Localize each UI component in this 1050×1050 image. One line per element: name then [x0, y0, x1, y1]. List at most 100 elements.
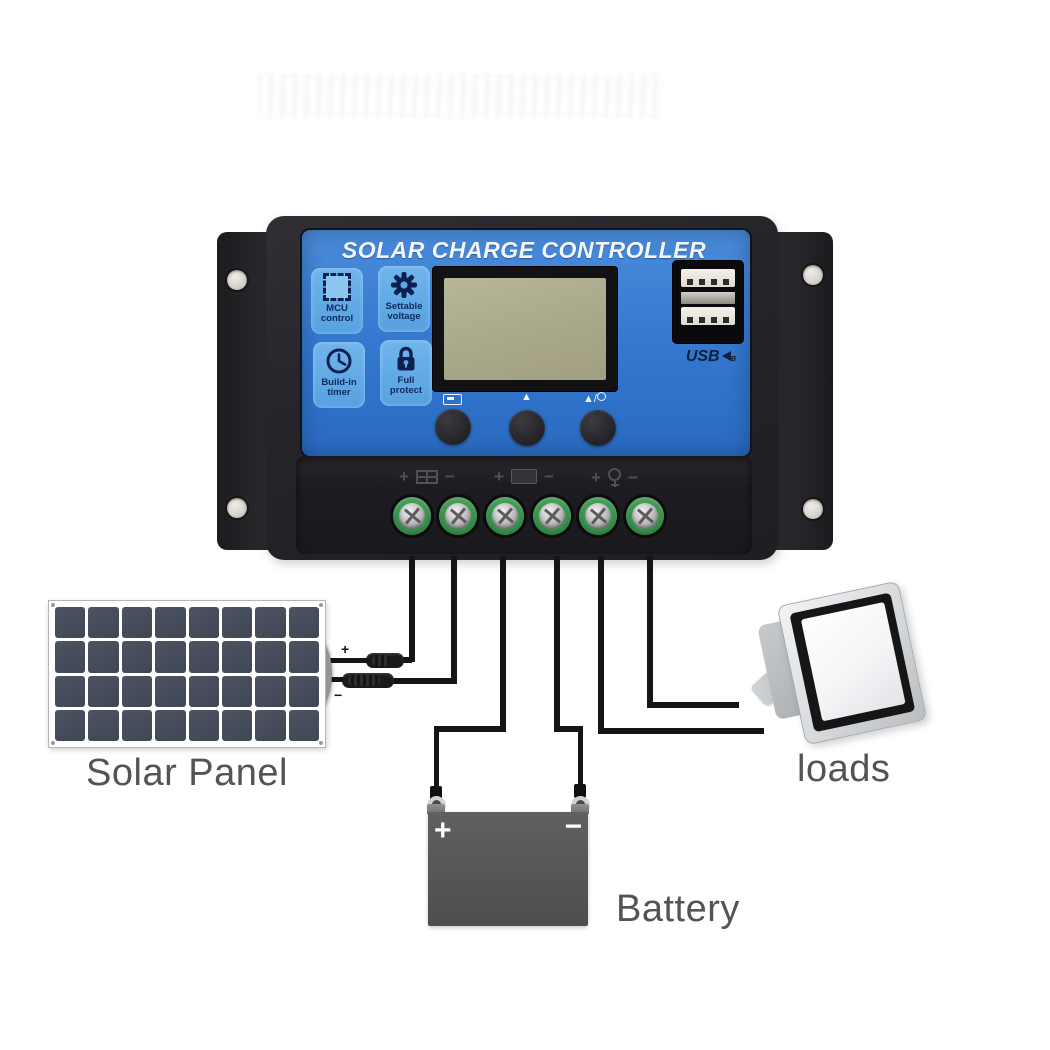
- solar-cell-grid: [55, 607, 319, 741]
- solar-cell: [121, 675, 153, 707]
- battery-label: Battery: [616, 888, 740, 930]
- up-arrow-icon: ▲: [521, 391, 532, 403]
- wire-battery-negative: [578, 726, 583, 790]
- battery-post-negative: [571, 804, 589, 815]
- watermark-ghost: [258, 74, 664, 118]
- wire-battery-negative: [554, 556, 560, 732]
- solar-cell: [55, 641, 86, 673]
- feature-label: Full protect: [389, 375, 423, 397]
- terminal-screw[interactable]: [579, 497, 617, 535]
- solar-cell: [288, 709, 319, 741]
- terminal-label-battery: + −: [494, 467, 554, 486]
- wire-battery-negative: [554, 726, 583, 732]
- terminal-screw[interactable]: [393, 497, 431, 535]
- arrow-lamp-icon: ▲/: [583, 392, 606, 405]
- solar-cell: [121, 641, 153, 673]
- battery-terminal-icon: [510, 469, 537, 484]
- solar-cell: [155, 607, 186, 639]
- wire-load-negative: [647, 702, 739, 708]
- solar-panel: [48, 600, 326, 748]
- battery-minus-sign: −: [564, 810, 582, 843]
- mounting-flange-right: [775, 232, 833, 550]
- feature-badge-timer: Build-in timer: [313, 342, 365, 408]
- terminal-screw[interactable]: [626, 497, 664, 535]
- solar-cell: [121, 709, 153, 741]
- usb-port-2[interactable]: [681, 307, 735, 325]
- solar-cell: [188, 607, 219, 639]
- solar-cell: [221, 675, 253, 707]
- terminal-label-load: + −: [591, 468, 638, 487]
- wire-load-negative: [647, 556, 653, 708]
- loads-label: loads: [797, 748, 891, 790]
- mounting-hole-bottom-right: [803, 499, 823, 519]
- terminal-screw[interactable]: [439, 497, 477, 535]
- feature-label: Settable voltage: [385, 301, 423, 323]
- solar-cell: [288, 641, 319, 673]
- clock-icon: [325, 346, 353, 376]
- terminal-label-solar: + −: [399, 467, 455, 486]
- mounting-hole-top-right: [803, 265, 823, 285]
- mcu-chip-icon: [323, 272, 351, 302]
- wire-battery-positive: [500, 556, 506, 732]
- mode-button[interactable]: [435, 409, 471, 445]
- solar-cell: [255, 641, 286, 673]
- solar-cell: [121, 607, 153, 639]
- lamp-terminal-icon: [607, 468, 621, 487]
- wire-battery-positive: [434, 726, 439, 792]
- solar-cell: [221, 709, 253, 741]
- usb-trident-icon: [721, 351, 731, 361]
- lcd-display: [432, 266, 618, 392]
- solar-panel-label: Solar Panel: [86, 752, 288, 794]
- usb-port-1[interactable]: [681, 269, 735, 287]
- solar-cell: [88, 641, 119, 673]
- solar-cell: [55, 607, 86, 639]
- solar-cell: [155, 675, 186, 707]
- terminal-screw[interactable]: [533, 497, 571, 535]
- mounting-hole-top-left: [227, 270, 247, 290]
- wire-solar-positive: [323, 658, 368, 663]
- solar-cell: [55, 709, 86, 741]
- battery: + −: [428, 812, 588, 926]
- feature-label: Build-in timer: [321, 377, 357, 399]
- solar-cell: [55, 675, 86, 707]
- controller-title: SOLAR CHARGE CONTROLLER: [341, 237, 707, 263]
- terminal-screw[interactable]: [486, 497, 524, 535]
- up-button[interactable]: [509, 410, 545, 446]
- solar-cell: [155, 709, 186, 741]
- battery-plug-negative: [574, 784, 586, 798]
- solar-plus-label: +: [341, 641, 350, 657]
- wire-solar-positive: [400, 657, 412, 663]
- mounting-hole-bottom-left: [227, 498, 247, 518]
- mc4-connector-negative: [342, 673, 394, 688]
- solar-cell: [255, 675, 286, 707]
- feature-badge-mcu: MCU control: [311, 268, 363, 334]
- mounting-flange-left: [217, 232, 275, 550]
- solar-cell: [188, 709, 219, 741]
- padlock-icon: [393, 344, 419, 374]
- set-button[interactable]: [580, 410, 616, 446]
- lcd-screen: [444, 278, 606, 380]
- solar-cell: [255, 709, 286, 741]
- wire-solar-negative: [392, 678, 456, 684]
- wire-load-positive: [598, 728, 764, 734]
- solar-cell: [88, 709, 119, 741]
- mc4-connector-positive: [366, 653, 404, 668]
- battery-post-positive: [427, 804, 445, 815]
- wire-load-positive: [598, 556, 604, 734]
- solar-cell: [221, 641, 253, 673]
- usb-port-block[interactable]: [672, 260, 744, 344]
- feature-label: MCU control: [320, 303, 354, 325]
- wire-solar-negative: [320, 677, 344, 682]
- solar-minus-label: −: [334, 687, 343, 703]
- solar-cell: [288, 675, 319, 707]
- solar-cell: [88, 607, 119, 639]
- gear-icon: [390, 270, 418, 300]
- wire-solar-negative: [451, 556, 457, 684]
- solar-cell: [221, 607, 253, 639]
- solar-terminal-icon: [415, 469, 438, 484]
- wire-solar-positive: [409, 556, 415, 662]
- solar-cell: [188, 641, 219, 673]
- solar-cell: [155, 641, 186, 673]
